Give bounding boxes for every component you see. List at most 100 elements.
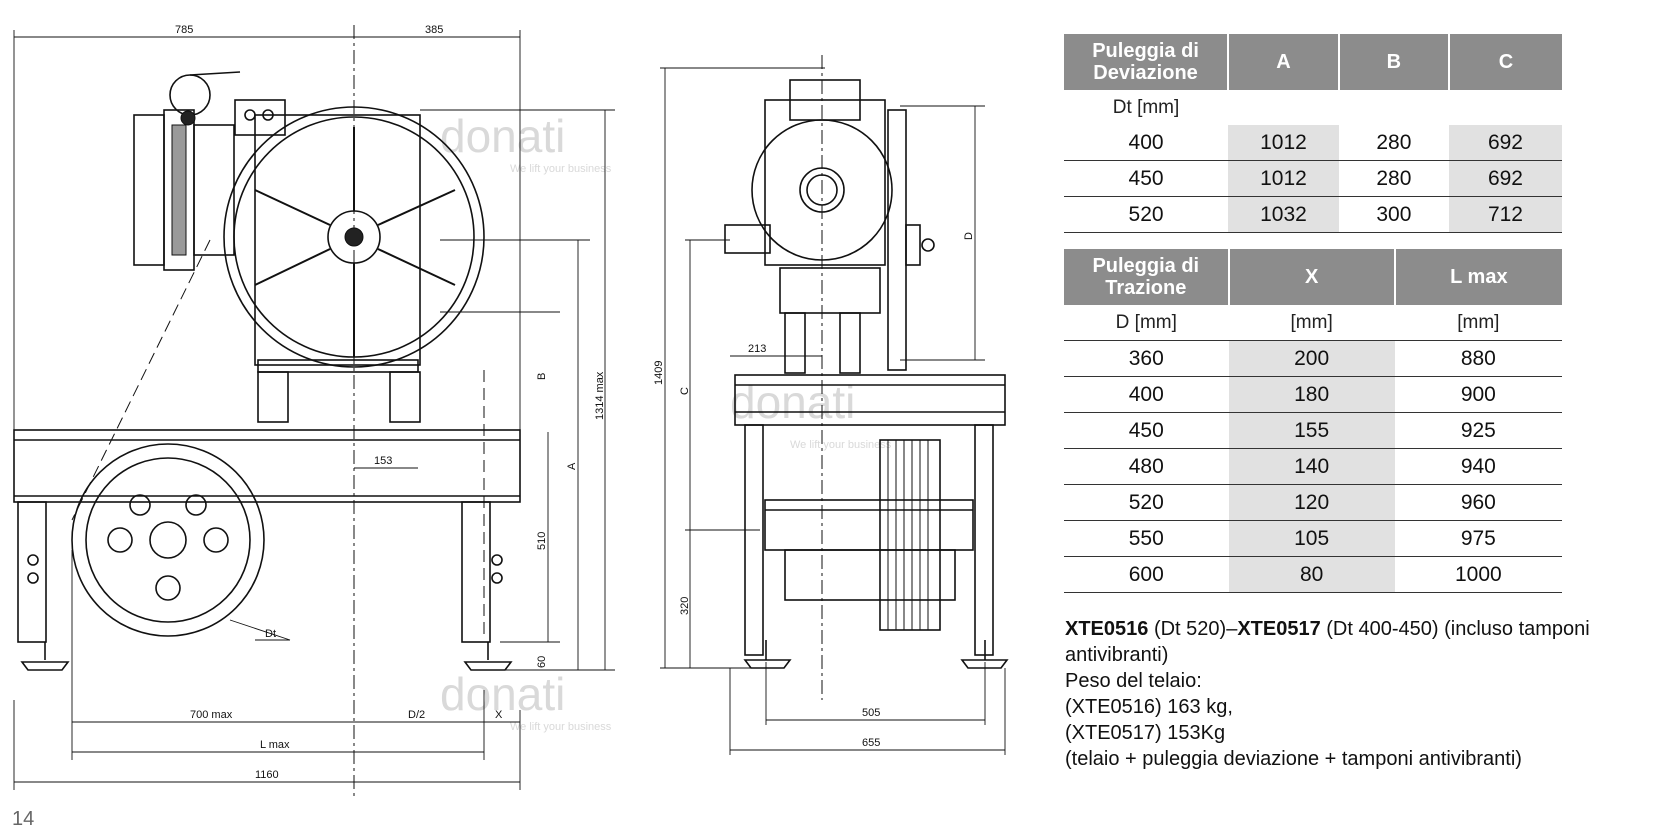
cell-dt: 400 [1064, 125, 1229, 161]
table-row: 520 1032 300 712 [1064, 196, 1562, 233]
cell-lmax: 960 [1394, 484, 1562, 521]
weight-composition: (telaio + puleggia deviazione + tamponi … [1065, 748, 1522, 770]
cell-d: 450 [1064, 412, 1229, 449]
watermark-brand: donati [730, 376, 855, 428]
cell-lmax: 900 [1394, 376, 1562, 413]
dim-X: X [495, 709, 503, 721]
watermark-brand: donati [440, 110, 565, 162]
header-A: A [1228, 34, 1340, 90]
code-xte0516: XTE0516 [1065, 618, 1149, 640]
watermark-tagline: We lift your business [790, 439, 892, 451]
dim-385: 385 [425, 24, 443, 36]
header-puleggia-trazione: Puleggia di Trazione [1064, 249, 1230, 305]
cell-d: 360 [1064, 340, 1229, 377]
page-number: 14 [12, 808, 35, 830]
header-C: C [1448, 34, 1562, 90]
cell-d: 520 [1064, 484, 1229, 521]
header-X: X [1228, 249, 1396, 305]
header-Lmax: L max [1394, 249, 1562, 305]
front-view: 785 385 [13, 24, 615, 800]
cell-x: 155 [1228, 412, 1395, 449]
dim-Lmax: L max [260, 739, 290, 751]
weight-xte0516: (XTE0516) 163 kg, [1065, 696, 1233, 718]
watermark: donati We lift your business donati We l… [440, 110, 892, 733]
side-view: 1409 C 320 D 213 505 655 [653, 55, 1009, 755]
code2-detail: (Dt 400-450) (incluso tamponi antivibran… [1065, 618, 1590, 666]
model-codes: XTE0516 (Dt 520)–XTE0517 (Dt 400-450) (i… [1065, 616, 1625, 668]
cell-dt: 520 [1064, 196, 1229, 233]
dim-C: C [679, 387, 691, 395]
cell-lmax: 1000 [1394, 556, 1562, 593]
dim-D: D [963, 232, 975, 240]
cell-x: 120 [1228, 484, 1395, 521]
unit-cell: Dt [mm] [1112, 96, 1180, 118]
cell-a: 1032 [1228, 196, 1339, 233]
cell-lmax: 975 [1394, 520, 1562, 557]
cell-c: 692 [1448, 160, 1562, 197]
cell-lmax: 940 [1394, 448, 1562, 485]
frame-notes: XTE0516 (Dt 520)–XTE0517 (Dt 400-450) (i… [1065, 616, 1625, 772]
header-puleggia-deviazione: Puleggia di Deviazione [1064, 34, 1230, 90]
watermark-tagline: We lift your business [510, 163, 612, 175]
dim-655: 655 [862, 737, 880, 749]
unit-cell: [mm] [1394, 305, 1562, 341]
cell-lmax: 880 [1394, 340, 1562, 377]
unit-cell [1339, 90, 1449, 125]
cell-b: 280 [1338, 125, 1449, 161]
table-puleggia-deviazione: Puleggia di Deviazione A B C Dt [mm] 400… [1064, 34, 1562, 233]
cell-lmax: 925 [1394, 412, 1562, 449]
weight-xte0517: (XTE0517) 153Kg [1065, 722, 1226, 744]
code1-detail: (Dt 520)– [1148, 618, 1238, 640]
cell-d: 400 [1064, 376, 1229, 413]
dim-Dt: Dt [265, 628, 276, 640]
header-B: B [1338, 34, 1450, 90]
dim-700max: 700 max [190, 709, 233, 721]
cell-b: 300 [1338, 196, 1449, 233]
dim-320: 320 [679, 597, 691, 615]
cell-a: 1012 [1228, 125, 1339, 161]
unit-cell [1449, 90, 1562, 125]
cell-d: 480 [1064, 448, 1229, 485]
cell-d: 600 [1064, 556, 1229, 593]
cell-x: 140 [1228, 448, 1395, 485]
technical-drawing: donati We lift your business donati We l… [13, 24, 1009, 800]
dim-213: 213 [748, 343, 766, 355]
cell-c: 692 [1448, 125, 1562, 161]
cell-x: 80 [1228, 556, 1395, 593]
watermark-tagline: We lift your business [510, 721, 612, 733]
dim-1409: 1409 [653, 361, 665, 385]
cell-x: 105 [1228, 520, 1395, 557]
cell-dt: 450 [1064, 160, 1229, 197]
dim-D2: D/2 [408, 709, 425, 721]
cell-b: 280 [1338, 160, 1449, 197]
code-xte0517: XTE0517 [1237, 618, 1321, 640]
unit-cell: D [mm] [1064, 305, 1229, 341]
cell-d: 550 [1064, 520, 1229, 557]
table-row: 400 1012 280 692 [1064, 125, 1562, 161]
dim-B: B [536, 373, 548, 380]
unit-cell [1228, 90, 1339, 125]
table-row: D [mm] [mm] [mm] [1064, 305, 1562, 341]
dim-60: 60 [536, 656, 548, 668]
table-row: 450 1012 280 692 [1064, 160, 1562, 197]
unit-cell: [mm] [1228, 305, 1395, 341]
dim-1160: 1160 [255, 769, 279, 781]
watermark-brand: donati [440, 668, 565, 720]
table-puleggia-trazione: Puleggia di Trazione X L max D [mm] [mm]… [1064, 249, 1562, 593]
cell-x: 180 [1228, 376, 1395, 413]
dim-785: 785 [175, 24, 193, 36]
dim-510: 510 [536, 532, 548, 550]
cell-x: 200 [1228, 340, 1395, 377]
cell-c: 712 [1448, 196, 1562, 233]
dim-153: 153 [374, 455, 392, 467]
cell-a: 1012 [1228, 160, 1339, 197]
dim-1314max: 1314 max [594, 371, 606, 420]
dim-505: 505 [862, 707, 880, 719]
